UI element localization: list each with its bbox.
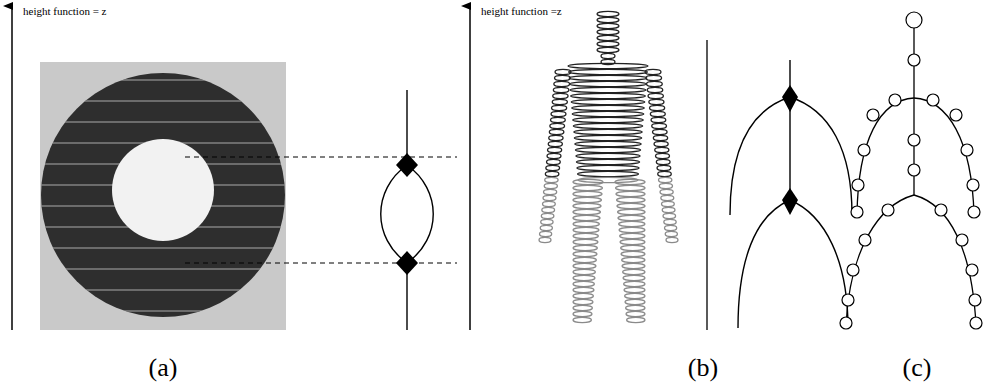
panel-label: (a) <box>149 355 178 381</box>
divider <box>706 40 707 330</box>
axis-label: height function = z <box>22 6 108 17</box>
panel-label: (c) <box>903 355 932 381</box>
torus-ring <box>41 73 285 317</box>
reeb-graph-a <box>381 90 434 330</box>
axis-label: height function =z <box>480 6 563 17</box>
height-axis <box>469 6 471 330</box>
skeleton-graph <box>846 27 976 325</box>
sliced-body <box>539 11 678 322</box>
contour-stripes <box>40 80 290 311</box>
critical-point <box>396 251 418 275</box>
height-axis <box>11 6 13 330</box>
reeb-graph-b <box>730 60 852 328</box>
critical-point <box>782 85 798 112</box>
critical-point <box>396 153 418 177</box>
critical-point <box>782 188 798 215</box>
panel-label: (b) <box>688 355 718 381</box>
torus-hole <box>112 139 214 241</box>
level-lines <box>185 157 457 263</box>
skeleton-nodes <box>840 12 982 329</box>
